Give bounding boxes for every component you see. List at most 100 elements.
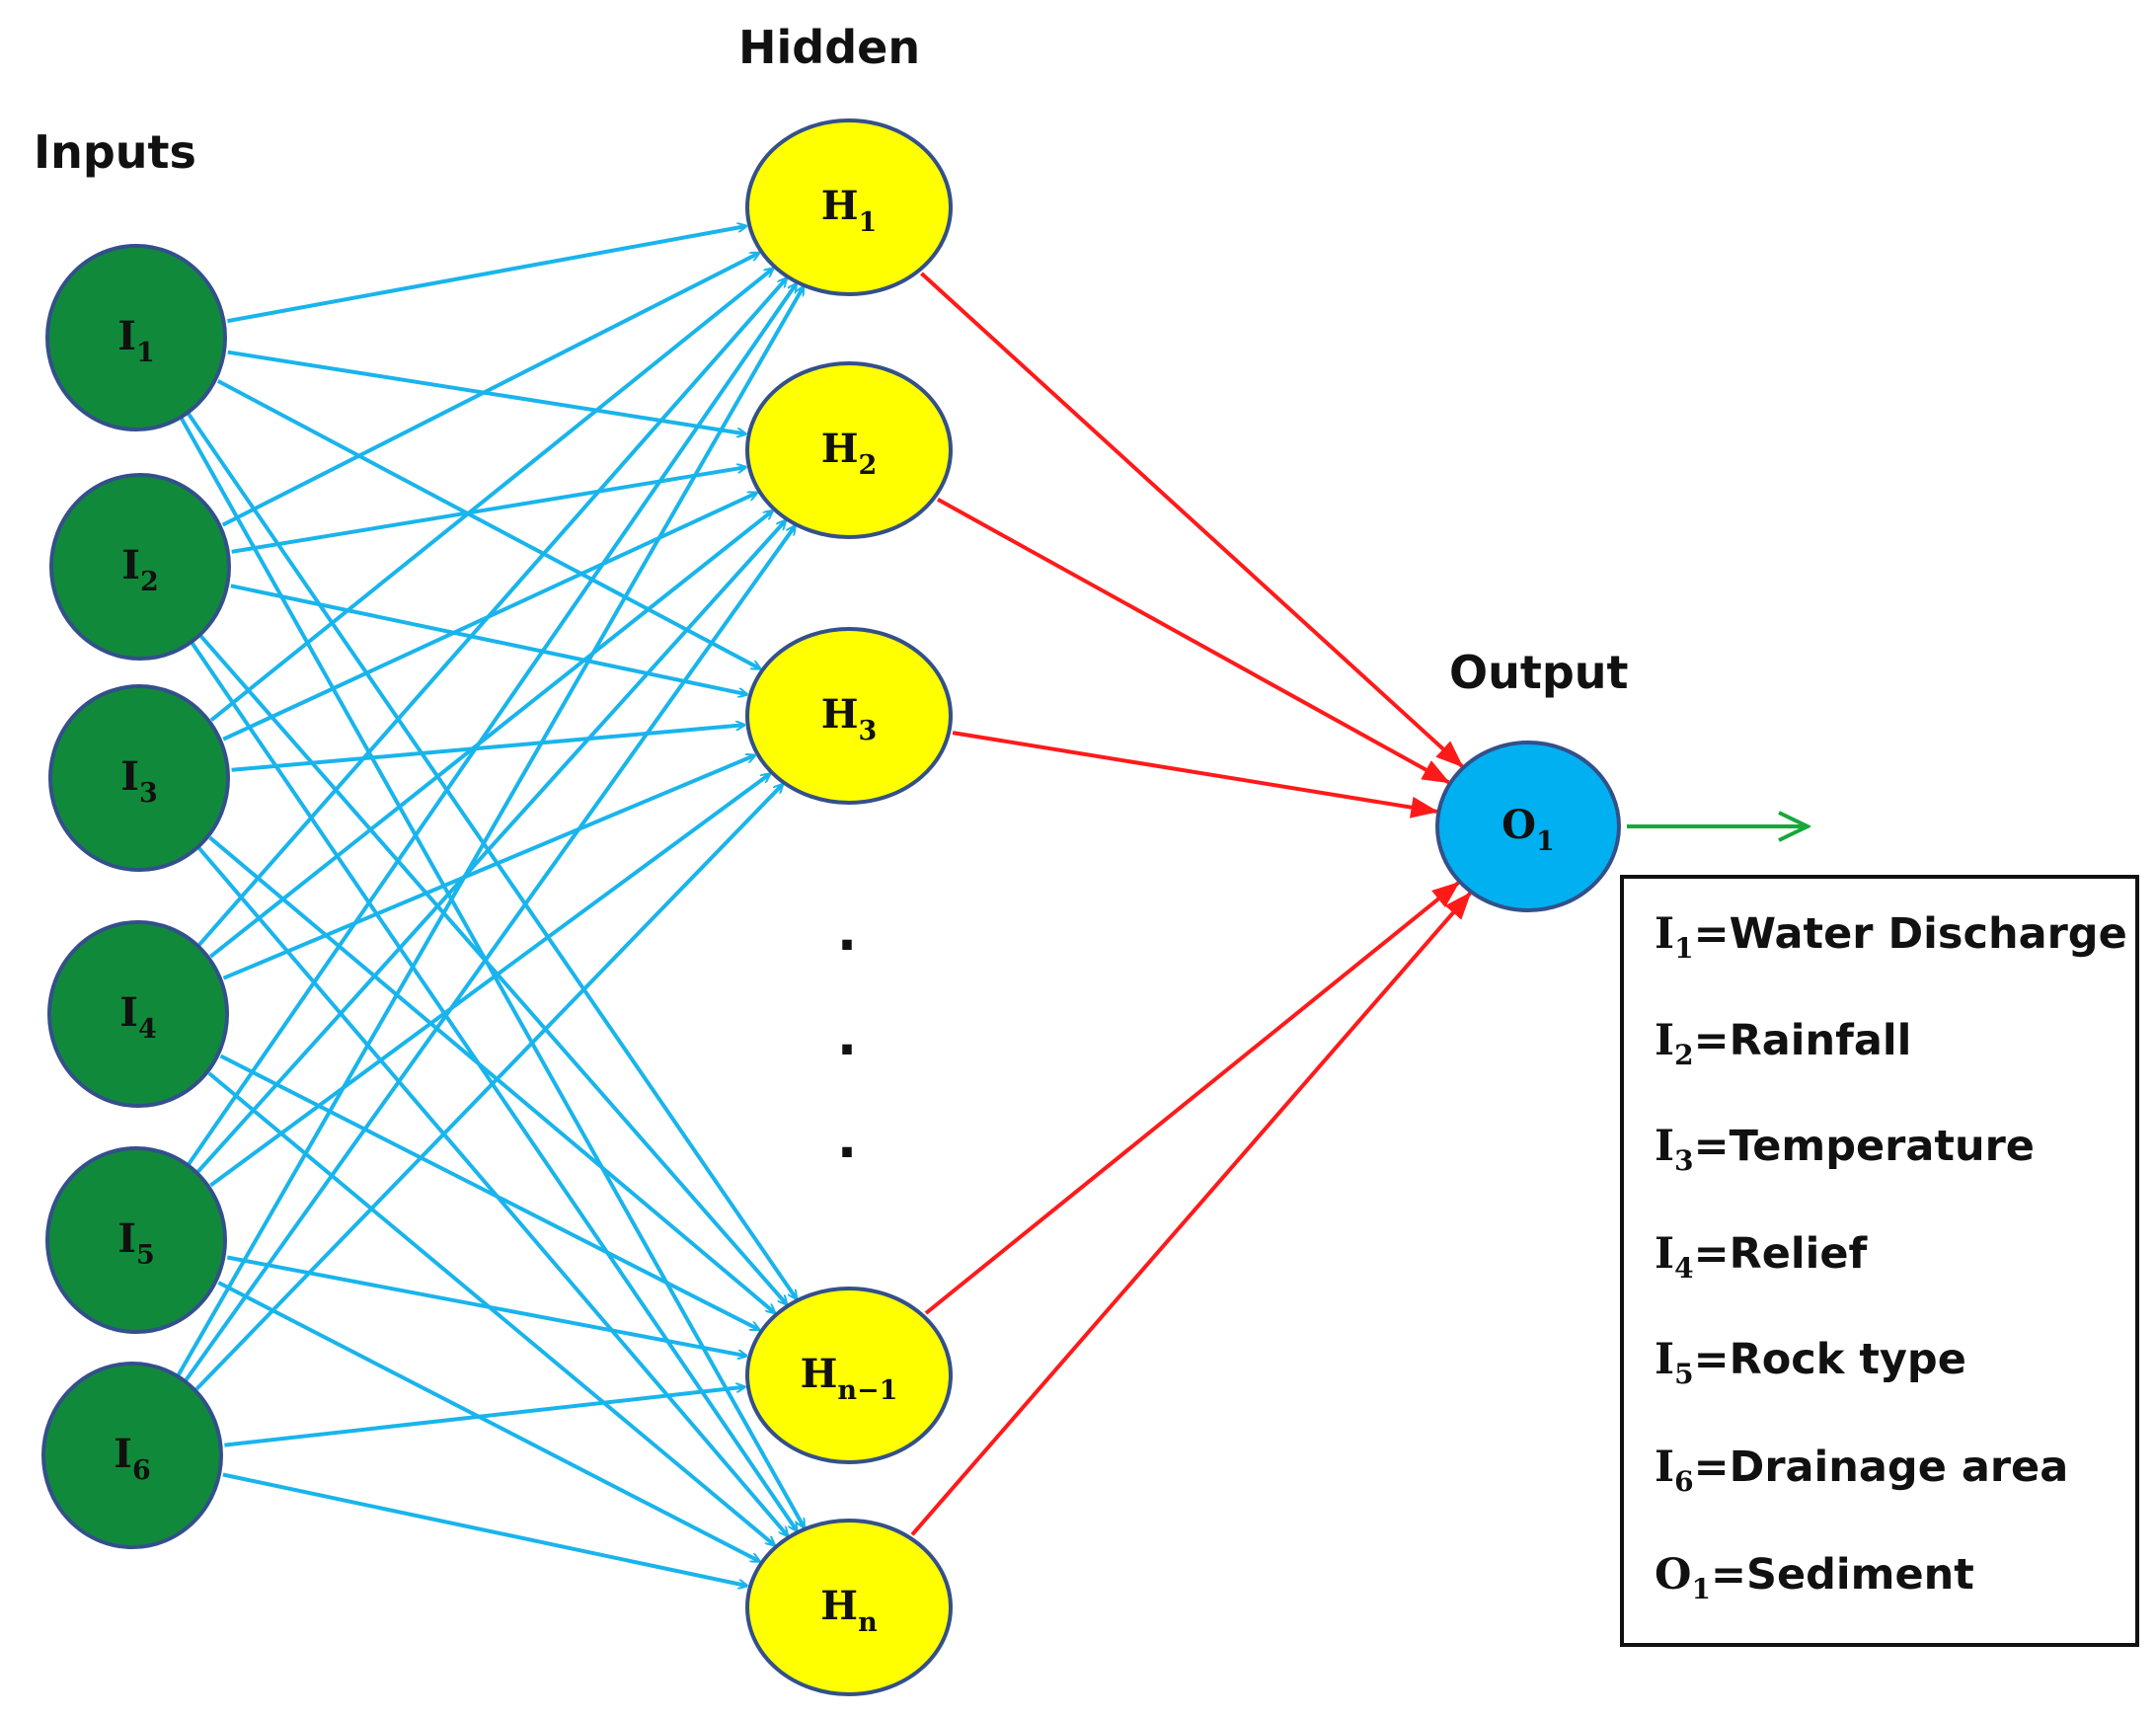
input-node-I3-circle xyxy=(48,684,230,872)
legend-symbol: I xyxy=(1655,909,1674,959)
input-node-I3-symbol: I xyxy=(120,753,139,800)
hidden-ellipsis: . . . xyxy=(837,900,858,1170)
edge-I4-Hn-1 xyxy=(219,1054,759,1332)
input-node-I5: I5 xyxy=(45,1146,227,1334)
edge-I1-H3 xyxy=(216,379,760,670)
legend-subscript: 2 xyxy=(1674,1039,1693,1071)
edge-I6-Hn xyxy=(222,1472,746,1587)
legend-description: =Sediment xyxy=(1711,1550,1974,1600)
input-node-I1-subscript: 1 xyxy=(136,338,155,368)
legend-description: =Relief xyxy=(1694,1229,1869,1279)
input-node-I1-label: I1 xyxy=(117,313,155,368)
hidden-node-Hn-circle xyxy=(745,1519,953,1696)
input-node-I1-symbol: I xyxy=(117,313,136,359)
edge-I2-H1 xyxy=(221,251,759,527)
edge-Hn-O1 xyxy=(910,892,1472,1536)
input-node-I2: I2 xyxy=(49,473,231,661)
hidden-node-H1-label: H1 xyxy=(821,183,878,238)
edge-I1-Hn xyxy=(179,417,805,1526)
legend-item: I5=Rock type xyxy=(1655,1335,1966,1390)
legend-symbol: I xyxy=(1655,1229,1674,1279)
edge-I6-H2 xyxy=(184,526,795,1382)
input-node-I2-symbol: I xyxy=(121,542,140,588)
legend-symbol: O xyxy=(1655,1550,1691,1600)
edge-I3-Hn xyxy=(197,846,788,1535)
legend-item: I2=Rainfall xyxy=(1655,1016,1911,1071)
edge-I6-H3 xyxy=(194,785,782,1391)
legend-subscript: 6 xyxy=(1674,1465,1693,1498)
hidden-node-Hn-1-label: Hn−1 xyxy=(801,1351,898,1406)
hidden-node-H1-circle xyxy=(745,118,953,296)
edge-I2-Hn xyxy=(190,641,797,1530)
hidden-node-H2-symbol: H xyxy=(821,426,859,472)
edge-I3-H3 xyxy=(231,725,744,772)
input-node-I6-subscript: 6 xyxy=(132,1455,151,1486)
input-node-I3: I3 xyxy=(48,684,230,872)
edge-Hn-1-O1 xyxy=(924,881,1460,1315)
edge-I4-H1 xyxy=(197,278,787,947)
input-node-I5-label: I5 xyxy=(117,1215,155,1271)
hidden-node-H3-circle xyxy=(745,627,953,805)
hidden-node-H2-subscript: 2 xyxy=(859,450,878,481)
legend-description: =Temperature xyxy=(1694,1122,2035,1171)
input-node-I6: I6 xyxy=(41,1362,223,1549)
output-node-O1-circle xyxy=(1435,741,1621,912)
input-node-I4-symbol: I xyxy=(119,989,138,1036)
legend-item: O1=Sediment xyxy=(1655,1550,1974,1605)
legend-symbol: I xyxy=(1655,1016,1674,1065)
legend-subscript: 3 xyxy=(1674,1144,1693,1177)
legend: I1=Water DischargeI2=RainfallI3=Temperat… xyxy=(1620,875,2139,1647)
legend-subscript: 5 xyxy=(1674,1358,1693,1390)
legend-item: I3=Temperature xyxy=(1655,1122,2035,1177)
legend-box xyxy=(1620,875,2139,1647)
input-node-I1: I1 xyxy=(45,244,227,431)
input-node-I4: I4 xyxy=(47,920,229,1108)
hidden-node-H3-symbol: H xyxy=(821,691,859,738)
input-node-I6-circle xyxy=(41,1362,223,1549)
edge-I1-H1 xyxy=(227,226,745,324)
ellipsis-dot: . xyxy=(837,1005,858,1067)
output-node-O1-symbol: O xyxy=(1502,802,1536,848)
edge-I2-H3 xyxy=(230,584,746,694)
hidden-node-Hn-1-subscript: n−1 xyxy=(837,1375,897,1406)
legend-item: I4=Relief xyxy=(1655,1229,1869,1285)
legend-symbol: I xyxy=(1655,1443,1674,1492)
output-node-O1-subscript: 1 xyxy=(1536,826,1555,857)
input-node-I6-symbol: I xyxy=(114,1431,132,1477)
input-node-I5-circle xyxy=(45,1146,227,1334)
edge-I4-H2 xyxy=(209,511,772,959)
input-node-I2-circle xyxy=(49,473,231,661)
edge-I2-Hn-1 xyxy=(199,634,787,1303)
edge-I3-Hn-1 xyxy=(208,835,775,1312)
legend-subscript: 1 xyxy=(1691,1573,1710,1605)
input-node-I6-label: I6 xyxy=(114,1431,151,1486)
edge-H3-O1 xyxy=(952,731,1439,819)
hidden-node-Hn-label: Hn xyxy=(820,1583,878,1638)
output-layer: O1 xyxy=(1435,741,1621,912)
input-node-I5-symbol: I xyxy=(117,1215,136,1262)
ellipsis-dot: . xyxy=(837,900,858,963)
input-node-I4-label: I4 xyxy=(119,989,157,1045)
edge-I5-Hn xyxy=(217,1281,758,1563)
hidden-node-Hn-1-symbol: H xyxy=(801,1351,838,1397)
legend-subscript: 4 xyxy=(1674,1252,1693,1285)
input-node-I3-label: I3 xyxy=(120,753,158,809)
hidden-node-Hn: Hn xyxy=(745,1519,953,1696)
legend-items: I1=Water DischargeI2=RainfallI3=Temperat… xyxy=(1655,909,2127,1605)
legend-symbol: I xyxy=(1655,1122,1674,1171)
legend-description: =Rainfall xyxy=(1694,1016,1912,1065)
legend-description: =Water Discharge xyxy=(1694,909,2127,959)
input-node-I3-subscript: 3 xyxy=(139,778,158,809)
edge-H1-O1 xyxy=(920,272,1464,768)
hidden-node-H1: H1 xyxy=(745,118,953,296)
legend-description: =Rock type xyxy=(1694,1335,1966,1384)
hidden-node-H3: H3 xyxy=(745,627,953,805)
hidden-node-H2-circle xyxy=(745,361,953,539)
hidden-node-H3-subscript: 3 xyxy=(859,716,878,746)
output-node-O1: O1 xyxy=(1435,741,1621,912)
edge-I4-H3 xyxy=(222,755,755,980)
legend-description: =Drainage area xyxy=(1694,1443,2069,1492)
hidden-node-Hn-1: Hn−1 xyxy=(745,1287,953,1464)
